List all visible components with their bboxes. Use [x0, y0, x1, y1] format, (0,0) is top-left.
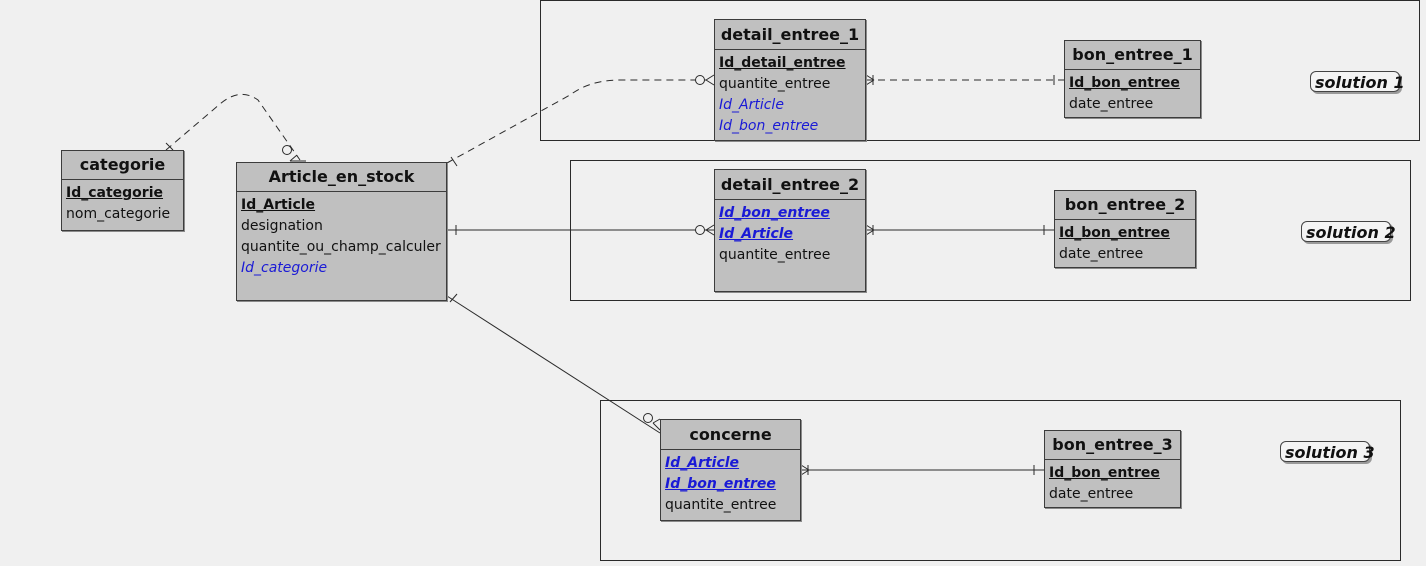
- entity-title: Article_en_stock: [237, 163, 446, 192]
- entity-detail-entree-1[interactable]: detail_entree_1 Id_detail_entree quantite…: [714, 19, 866, 141]
- entity-title: concerne: [661, 420, 800, 450]
- attribute-row: date_entree: [1069, 96, 1154, 112]
- attribute-row: quantite_entree: [719, 247, 831, 263]
- attribute-list: Id_bon_entree date_entree: [1065, 70, 1200, 115]
- one-mark-article-detail1: [450, 156, 458, 167]
- attribute-row: designation: [241, 218, 323, 234]
- attribute-row: quantite_ou_champ_calculer: [241, 239, 441, 255]
- link-categorie-article: [165, 93, 301, 161]
- solution-3-label: solution 3: [1280, 441, 1375, 462]
- attribute-row: Id_bon_entree: [719, 118, 819, 134]
- entity-title: detail_entree_1: [715, 20, 865, 50]
- entity-title: detail_entree_2: [715, 170, 865, 200]
- one-mark-article-concerne: [449, 293, 458, 303]
- entity-bon-entree-3[interactable]: bon_entree_3 Id_bon_entree date_entree: [1044, 430, 1181, 508]
- attribute-row: Id_detail_entree: [719, 55, 846, 71]
- attribute-row: Id_Article: [665, 455, 740, 471]
- zero-mark-article-from-categorie: [282, 145, 292, 155]
- solution-1-label: solution 1: [1310, 71, 1405, 92]
- entity-bon-entree-2[interactable]: bon_entree_2 Id_bon_entree date_entree: [1054, 190, 1196, 268]
- solution-2-frame: [570, 160, 1411, 301]
- entity-title: bon_entree_3: [1045, 431, 1180, 460]
- entity-categorie[interactable]: categorie Id_categorie nom_categorie: [61, 150, 184, 231]
- attribute-row: Id_Article: [719, 226, 794, 242]
- solution-3-frame: [600, 400, 1401, 561]
- entity-title: categorie: [62, 151, 183, 180]
- entity-title: bon_entree_2: [1055, 191, 1195, 220]
- attribute-row: Id_Article: [719, 97, 784, 113]
- attribute-row: Id_bon_entree: [1049, 465, 1160, 481]
- attribute-row: Id_bon_entree: [1059, 225, 1170, 241]
- attribute-row: Id_categorie: [241, 260, 328, 276]
- attribute-list: Id_bon_entree date_entree: [1055, 220, 1195, 265]
- attribute-row: quantite_entree: [719, 76, 831, 92]
- attribute-row: Id_bon_entree: [665, 476, 776, 492]
- attribute-row: Id_Article: [241, 197, 316, 213]
- attribute-list: Id_categorie nom_categorie: [62, 180, 183, 225]
- attribute-row: Id_bon_entree: [719, 205, 830, 221]
- attribute-row: Id_categorie: [66, 185, 164, 201]
- crowfoot-article-a: [289, 154, 298, 162]
- attribute-row: Id_bon_entree: [1069, 75, 1180, 91]
- entity-bon-entree-1[interactable]: bon_entree_1 Id_bon_entree date_entree: [1064, 40, 1201, 118]
- attribute-list: Id_Article designation quantite_ou_champ_c…: [237, 192, 446, 279]
- attribute-row: quantite_entree: [665, 497, 777, 513]
- entity-title: bon_entree_1: [1065, 41, 1200, 70]
- attribute-row: nom_categorie: [66, 206, 171, 222]
- attribute-row: date_entree: [1049, 486, 1134, 502]
- attribute-row: date_entree: [1059, 246, 1144, 262]
- solution-2-label: solution 2: [1301, 221, 1396, 242]
- solution-1-frame: [540, 0, 1420, 141]
- one-mark-categorie: [165, 142, 174, 151]
- attribute-list: Id_bon_entree date_entree: [1045, 460, 1180, 505]
- entity-article-en-stock[interactable]: Article_en_stock Id_Article designation qu…: [236, 162, 447, 301]
